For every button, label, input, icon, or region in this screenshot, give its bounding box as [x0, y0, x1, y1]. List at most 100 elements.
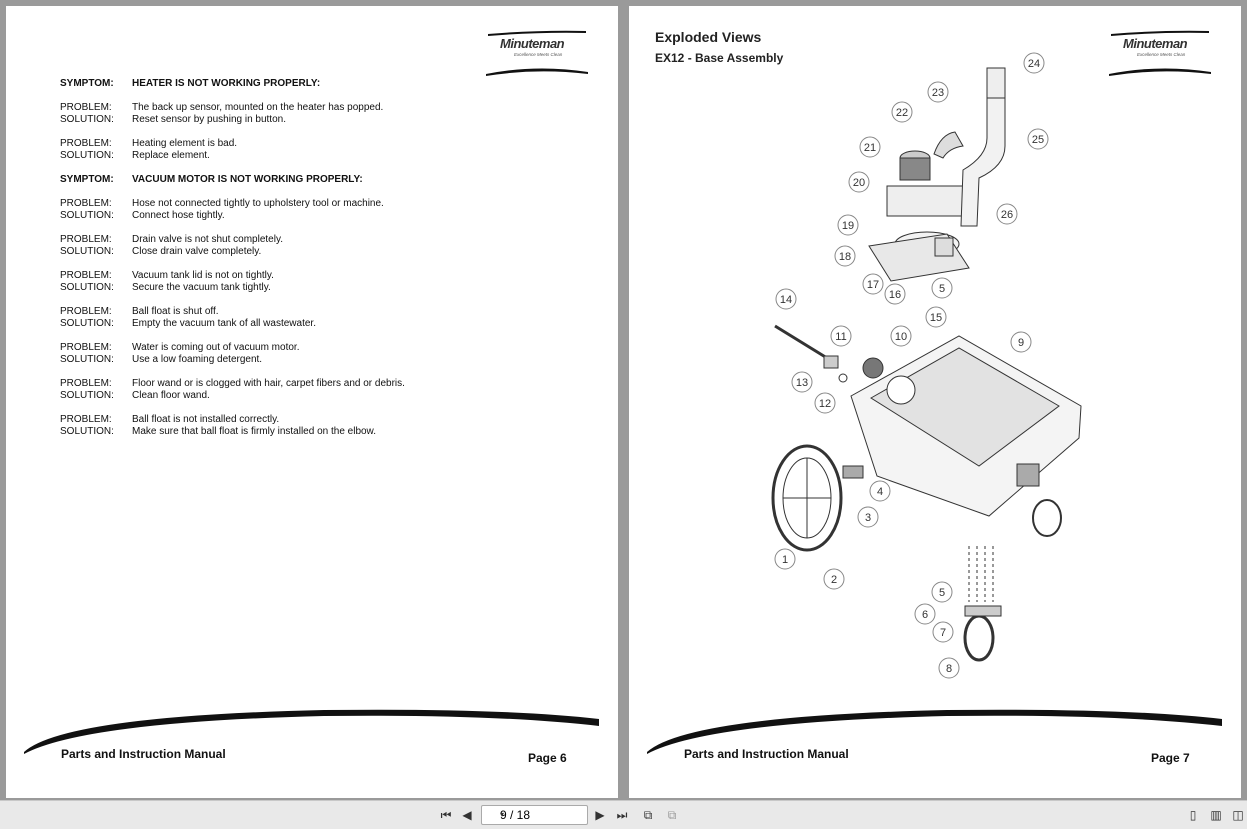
callout-circle: [823, 568, 845, 590]
callout-number: 10: [895, 331, 907, 343]
next-page-icon[interactable]: ▶: [595, 808, 605, 822]
callout-circle: [1010, 331, 1032, 353]
callout-circle: [791, 371, 813, 393]
callout-4: 4: [869, 480, 891, 502]
bolt-guide-part: [968, 546, 994, 602]
row-label: PROBLEM:: [60, 414, 112, 425]
row-label: SOLUTION:: [60, 390, 114, 401]
callout-circle: [884, 283, 906, 305]
logo-swoosh-icon: [486, 30, 588, 76]
row-label: SOLUTION:: [60, 150, 114, 161]
prev-page-icon[interactable]: ◀: [462, 808, 472, 822]
manual-page-7: Exploded Views EX12 - Base Assembly Minu…: [629, 6, 1241, 798]
row-text: Ball float is shut off.: [132, 306, 219, 317]
callout-5: 5: [931, 581, 953, 603]
callout-circle: [774, 548, 796, 570]
axle-part: [842, 465, 864, 479]
callout-number: 1: [782, 554, 788, 566]
callout-16: 16: [884, 283, 906, 305]
facing-pages-icon[interactable]: ◫: [1232, 808, 1244, 822]
page-number: Page 6: [528, 751, 567, 765]
row-label: PROBLEM:: [60, 306, 112, 317]
callout-circle: [925, 306, 947, 328]
footer-swoosh-icon: [647, 709, 1222, 754]
rear-wheel-part: [1032, 499, 1062, 537]
caster-wheel-part: [963, 614, 995, 662]
valve-part: [862, 357, 884, 379]
callout-circle: [891, 101, 913, 123]
row-label: SOLUTION:: [60, 210, 114, 221]
rotate-icon[interactable]: ⧉: [643, 808, 653, 822]
callout-17: 17: [862, 273, 884, 295]
callout-circle: [848, 171, 870, 193]
callout-number: 21: [864, 142, 876, 154]
minuteman-logo: Minuteman Excellence Meets Clean: [1109, 28, 1213, 76]
row-text: Drain valve is not shut completely.: [132, 234, 283, 245]
tank-port-part: [886, 375, 916, 405]
row-label: PROBLEM:: [60, 270, 112, 281]
callout-circle: [890, 325, 912, 347]
exploded-view-diagram: 1234556789101112131415161718192021222324…: [771, 52, 1082, 679]
callout-8: 8: [938, 657, 960, 679]
callout-number: 12: [819, 398, 831, 410]
callout-26: 26: [996, 203, 1018, 225]
row-label: SOLUTION:: [60, 318, 114, 329]
two-page-icon[interactable]: ▥: [1210, 808, 1222, 822]
callout-circle: [869, 480, 891, 502]
probe-part: [774, 324, 828, 360]
row-text: Water is coming out of vacuum motor.: [132, 342, 300, 353]
row-text: VACUUM MOTOR IS NOT WORKING PROPERLY:: [132, 174, 363, 185]
callout-20: 20: [848, 171, 870, 193]
row-text: Empty the vacuum tank of all wastewater.: [132, 318, 316, 329]
callout-circle: [814, 392, 836, 414]
callout-number: 3: [865, 512, 871, 524]
first-page-icon[interactable]: ⏮: [440, 808, 452, 822]
page-indicator: 9 / 18: [500, 808, 531, 822]
row-text: Floor wand or is clogged with hair, carp…: [132, 378, 405, 389]
single-page-icon[interactable]: ▯: [1189, 808, 1197, 822]
copy-icon[interactable]: ⧉: [667, 808, 677, 822]
row-text: Hose not connected tightly to upholstery…: [132, 198, 384, 209]
row-label: SOLUTION:: [60, 354, 114, 365]
footer-title: Parts and Instruction Manual: [61, 747, 226, 761]
row-text: Close drain valve completely.: [132, 246, 262, 257]
callout-number: 20: [853, 177, 865, 189]
page-select[interactable]: 9 / 18 ▾: [481, 805, 588, 825]
callout-number: 16: [889, 289, 901, 301]
callout-circle: [931, 581, 953, 603]
callout-number: 5: [939, 587, 945, 599]
row-label: PROBLEM:: [60, 234, 112, 245]
row-text: Make sure that ball float is firmly inst…: [132, 426, 377, 437]
row-text: Vacuum tank lid is not on tightly.: [132, 270, 274, 281]
callout-number: 4: [877, 486, 883, 498]
row-label: SOLUTION:: [60, 426, 114, 437]
callout-13: 13: [791, 371, 813, 393]
caster-plate-part: [964, 605, 1002, 617]
callout-circle: [834, 245, 856, 267]
row-text: Clean floor wand.: [132, 390, 210, 401]
callout-number: 22: [896, 107, 908, 119]
row-text: Connect hose tightly.: [132, 210, 225, 221]
elbow-part: [933, 131, 964, 159]
callout-circle: [938, 657, 960, 679]
row-label: SOLUTION:: [60, 282, 114, 293]
bushing-part: [823, 355, 839, 369]
callout-number: 8: [946, 663, 952, 675]
section-subtitle: EX12 - Base Assembly: [655, 51, 784, 65]
callout-number: 9: [1018, 337, 1024, 349]
callout-14: 14: [775, 288, 797, 310]
fan-grill-part: [1016, 463, 1040, 487]
callout-18: 18: [834, 245, 856, 267]
motor-shroud-part: [886, 185, 968, 217]
brand-name: Minuteman: [1123, 36, 1188, 51]
callout-circle: [775, 288, 797, 310]
row-text: Heating element is bad.: [132, 138, 238, 149]
callout-circle: [859, 136, 881, 158]
fitting-part: [934, 237, 954, 257]
callout-circle: [996, 203, 1018, 225]
row-text: Secure the vacuum tank tightly.: [132, 282, 271, 293]
callout-number: 24: [1028, 58, 1040, 70]
callout-number: 15: [930, 312, 942, 324]
logo-swoosh-icon: [1109, 30, 1211, 76]
last-page-icon[interactable]: ⏭: [616, 808, 628, 822]
